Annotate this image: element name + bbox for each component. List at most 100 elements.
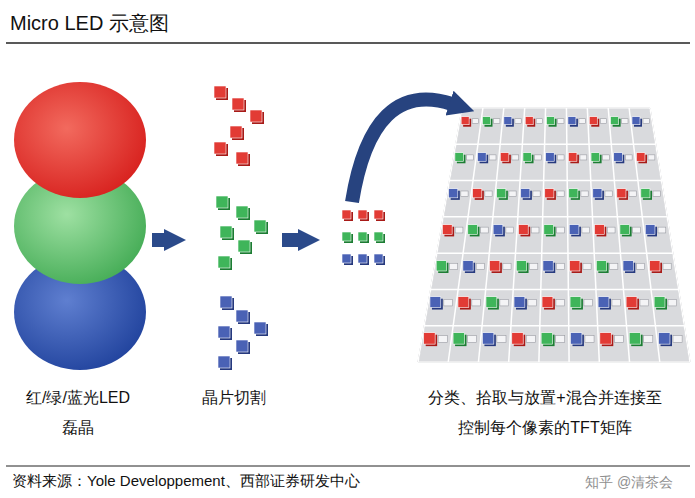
led-chip — [486, 297, 497, 308]
matrix-line — [462, 107, 650, 109]
led-chip — [546, 153, 555, 162]
led-chip — [645, 225, 655, 235]
led-chip — [659, 333, 670, 344]
tft-cell — [636, 263, 644, 269]
tft-cell — [533, 191, 540, 196]
process-arrow — [152, 233, 164, 247]
matrix-line — [539, 108, 546, 362]
tft-cell — [497, 336, 506, 343]
led-chip — [214, 86, 226, 98]
led-chip — [236, 152, 248, 164]
led-chip — [358, 254, 367, 263]
led-chip — [514, 297, 525, 308]
led-chip — [230, 126, 242, 138]
led-chip — [236, 206, 248, 218]
tft-cell — [480, 227, 488, 233]
tft-cell — [472, 299, 481, 306]
tft-cell — [493, 119, 499, 124]
led-chip — [596, 261, 606, 271]
transfer-arrow — [352, 99, 452, 202]
tft-cell — [668, 299, 677, 306]
tft-cell — [583, 263, 591, 269]
matrix-line — [437, 252, 673, 254]
tft-cell — [643, 119, 649, 124]
led-chip — [570, 333, 581, 344]
led-chip — [518, 225, 528, 235]
led-chip — [654, 297, 665, 308]
tft-cell — [614, 336, 623, 343]
tft-cell — [622, 119, 628, 124]
led-chip — [442, 225, 452, 235]
tft-cell — [509, 191, 516, 196]
tft-cell — [556, 263, 564, 269]
tft-cell — [512, 155, 519, 160]
led-chip — [463, 261, 473, 271]
tft-cell — [610, 263, 618, 269]
tft-cell — [461, 191, 468, 196]
led-chip — [504, 117, 512, 125]
caption-rule — [6, 466, 690, 467]
led-chip — [591, 153, 600, 162]
matrix-plane — [418, 108, 690, 362]
title-rule — [6, 42, 690, 44]
tft-cell — [658, 227, 666, 233]
led-chip — [250, 110, 262, 122]
tft-cell — [535, 155, 542, 160]
matrix-line — [418, 108, 462, 362]
tft-cell — [580, 155, 587, 160]
caption: 资料来源：Yole Developpement、西部证券研发中心 — [12, 472, 360, 491]
tft-cell — [612, 299, 621, 306]
stage-label: 分类、拾取与放置+混合并连接至 控制每个像素的TFT矩阵 — [423, 383, 667, 443]
matrix-line — [449, 180, 661, 182]
tft-cell — [633, 227, 641, 233]
tft-cell — [584, 299, 593, 306]
led-chip — [568, 117, 576, 125]
matrix-line — [418, 361, 690, 363]
led-chip — [650, 261, 660, 271]
matrix-line — [443, 216, 667, 218]
led-chip — [570, 261, 580, 271]
title: Micro LED 示意图 — [10, 10, 169, 37]
tft-cell — [503, 263, 511, 269]
led-chip — [358, 232, 367, 241]
tft-cell — [605, 191, 612, 196]
led-chip — [232, 98, 244, 110]
tft-cell — [653, 191, 660, 196]
led-chip — [569, 189, 578, 198]
led-chip — [641, 189, 650, 198]
diced-chips — [214, 86, 268, 370]
led-chip — [461, 117, 469, 125]
tft-cell — [526, 336, 535, 343]
red-wafer — [14, 82, 146, 198]
process-stage: 晶片切割 — [188, 70, 280, 445]
led-chip — [473, 189, 482, 198]
led-chip — [218, 256, 230, 268]
led-chip — [374, 210, 383, 219]
process-stage: 分类、拾取与放置+混合并连接至 控制每个像素的TFT矩阵 — [322, 70, 690, 445]
led-chip — [218, 326, 230, 338]
led-chip — [632, 117, 640, 125]
matrix-line — [456, 144, 656, 146]
tft-cell — [581, 191, 588, 196]
led-chip — [374, 232, 383, 241]
mixed-chips — [342, 210, 385, 265]
tft-cell — [582, 227, 590, 233]
tft-cell — [449, 263, 457, 269]
led-chip — [629, 333, 640, 344]
led-chip — [589, 117, 597, 125]
led-chip — [542, 297, 553, 308]
matrix-line — [566, 108, 569, 362]
led-chip — [614, 153, 623, 162]
led-chip — [568, 153, 577, 162]
tft-cell — [489, 155, 496, 160]
led-chip — [598, 297, 609, 308]
led-chip — [458, 297, 469, 308]
tft-cell — [673, 336, 682, 343]
led-chip — [455, 153, 464, 162]
tft-cell — [629, 191, 636, 196]
tft-cell — [648, 155, 655, 160]
led-chip — [449, 189, 458, 198]
led-chip — [595, 225, 605, 235]
led-chip — [453, 333, 464, 344]
tft-cell — [515, 119, 521, 124]
